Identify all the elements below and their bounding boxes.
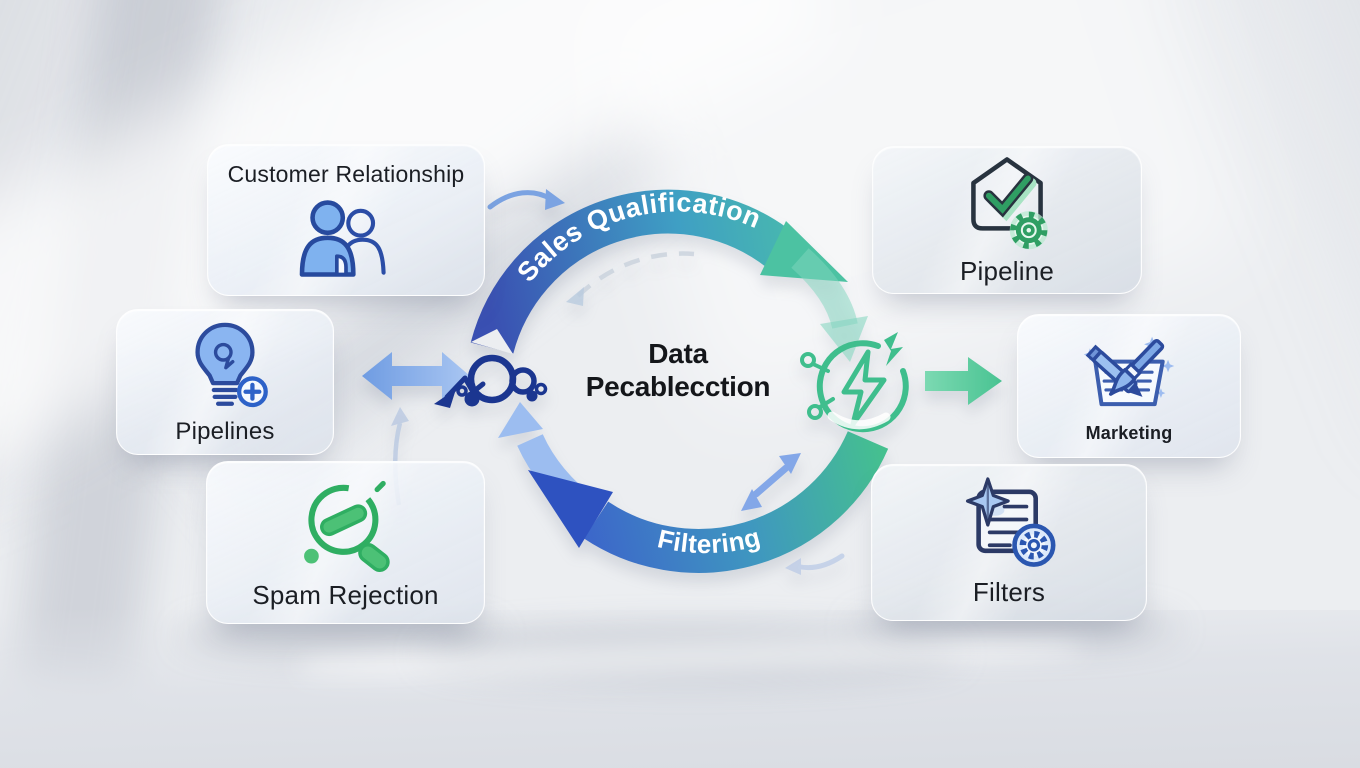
center-title-line1: Data — [648, 338, 708, 369]
card-filters: Filters — [871, 464, 1147, 621]
pen-brush-document-icon — [1083, 336, 1175, 406]
card-pipeline: Pipeline — [872, 146, 1142, 294]
card-spam-rejection: Spam Rejection — [206, 461, 485, 624]
floor — [0, 610, 1360, 768]
right-green-arrow — [925, 357, 1002, 405]
lightning-circle-icon — [800, 332, 909, 433]
spam-magnifier-icon — [303, 480, 390, 572]
center-title: Data Pecablecction — [553, 337, 803, 403]
card-label: Pipelines — [175, 418, 275, 445]
card-marketing: Marketing — [1017, 314, 1241, 458]
card-label: Filters — [972, 577, 1046, 607]
shield-check-gear-icon — [971, 156, 1048, 249]
card-label: Pipeline — [959, 255, 1055, 286]
small-swoosh-arrow-bottom — [785, 553, 845, 575]
lightbulb-plus-icon — [195, 322, 268, 408]
small-curved-arrow-top-left — [487, 189, 565, 210]
card-label: Marketing — [1085, 422, 1173, 443]
card-label: Spam Rejection — [252, 580, 439, 610]
dashed-guide-arc — [566, 251, 695, 306]
center-title-line2: Pecablecction — [585, 371, 771, 403]
filtering-arc-arrow — [528, 430, 889, 573]
two-people-icon — [299, 199, 386, 277]
card-pipelines: Pipelines — [116, 309, 334, 455]
card-label: Customer Relationship — [227, 160, 465, 187]
card-customer-relationship: Customer Relationship — [207, 144, 485, 296]
document-gear-icon — [965, 477, 1056, 567]
